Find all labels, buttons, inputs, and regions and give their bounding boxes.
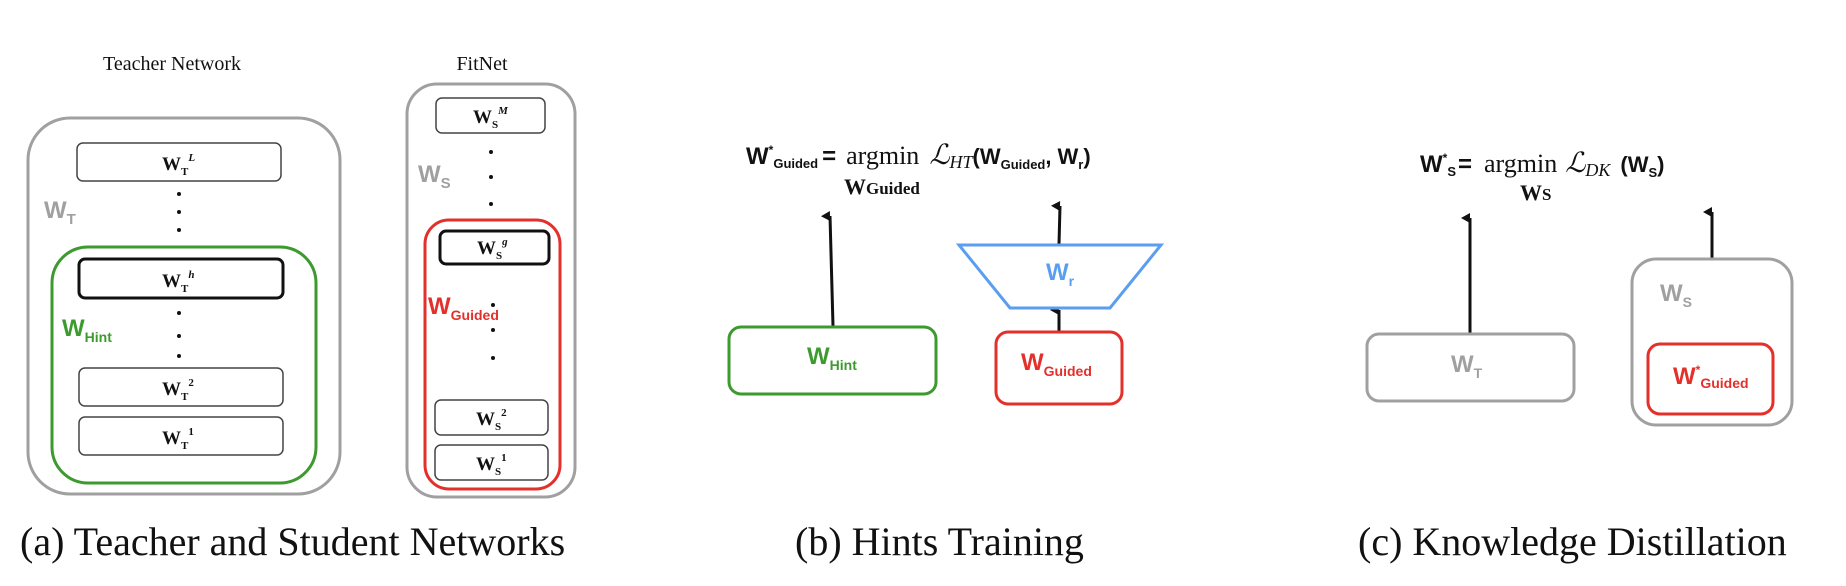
hint-up-arrow xyxy=(821,211,835,327)
hint-region xyxy=(50,245,318,485)
teacher-network-container xyxy=(26,116,342,496)
student-layer-1-label: WS1 xyxy=(476,452,507,478)
teacher-layer-h-label: WTh xyxy=(162,269,194,295)
teacher-layer-L-label: WTL xyxy=(162,152,195,178)
kd-teacher-box xyxy=(1365,332,1576,403)
caption-b: (b) Hints Training xyxy=(795,519,1084,564)
student-layer-M xyxy=(435,97,546,134)
kd-teacher-label: WT xyxy=(1451,351,1483,381)
student-upper-ellipsis xyxy=(489,150,493,206)
caption-c: (c) Knowledge Distillation xyxy=(1358,519,1787,564)
teacher-layer-2-label: WT2 xyxy=(162,377,194,403)
teacher-upper-ellipsis xyxy=(177,192,181,232)
guided-region xyxy=(423,218,562,491)
teacher-network-title: Teacher Network xyxy=(103,53,241,75)
teacher-layer-2 xyxy=(78,367,284,407)
kd-guided-box xyxy=(1646,342,1775,416)
kd-student-label: WS xyxy=(1660,280,1692,310)
regressor-label: Wr xyxy=(1046,259,1075,289)
regressor-up-arrow xyxy=(1051,201,1062,245)
student-lower-ellipsis xyxy=(491,303,495,360)
teacher-layer-1 xyxy=(78,416,284,456)
hint-box-label: WHint xyxy=(807,343,857,373)
caption-a: (a) Teacher and Student Networks xyxy=(20,519,565,564)
panel-a-teacher-student: Teacher Network FitNet WT WTL WHint WTh … xyxy=(20,53,577,564)
student-layer-g xyxy=(438,229,551,266)
teacher-lower-ellipsis xyxy=(177,311,181,358)
fitnet-title: FitNet xyxy=(456,53,508,75)
student-layer-g-label: WSg xyxy=(477,236,508,262)
guided-box xyxy=(994,330,1124,406)
kd-guided-label: W*Guided xyxy=(1673,363,1749,391)
student-layer-M-label: WSM xyxy=(473,105,509,131)
student-layer-2-label: WS2 xyxy=(476,407,507,433)
teacher-layer-L xyxy=(76,142,282,182)
hint-box xyxy=(727,325,938,396)
hint-weights-label: WHint xyxy=(62,315,112,345)
teacher-weights-label: WT xyxy=(44,197,76,228)
student-weights-label: WS xyxy=(418,161,451,192)
guided-box-label: WGuided xyxy=(1021,349,1092,379)
teacher-layer-h xyxy=(77,257,285,300)
teacher-layer-1-label: WT1 xyxy=(162,426,194,452)
kd-argmin-subscript: WS xyxy=(1520,180,1551,205)
student-layer-2 xyxy=(434,399,549,436)
hints-argmin-subscript: WGuided xyxy=(844,174,920,199)
fitnet-container xyxy=(405,82,577,499)
student-layer-1 xyxy=(434,444,549,481)
guided-weights-label: WGuided xyxy=(428,293,499,323)
regressor-trapezoid xyxy=(955,243,1165,310)
